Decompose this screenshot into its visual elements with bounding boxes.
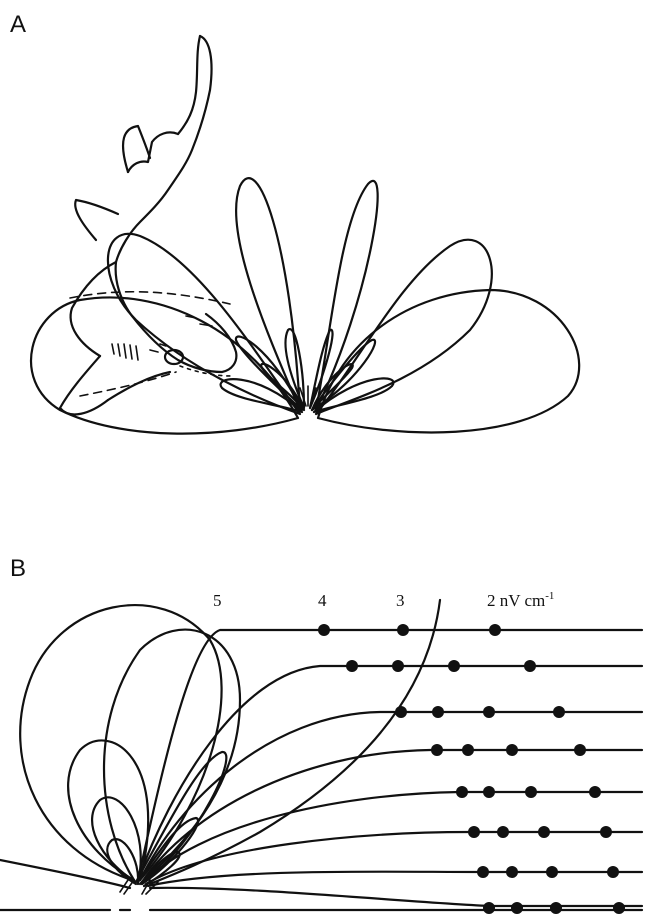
contour-label-3: 3 [396,591,405,610]
dot [432,706,444,718]
contour-dots [318,624,625,914]
dot [538,826,550,838]
dot [506,866,518,878]
field-lines [0,628,644,912]
panel-a-label: A [10,11,26,38]
dot [550,902,562,914]
dot [431,744,443,756]
dot [318,624,330,636]
boundary-curve [148,598,442,886]
panel-b-field-diagram [0,598,644,914]
dot [613,902,625,914]
shark-illustration [58,34,238,416]
dot [448,660,460,672]
contour-label-5: 5 [213,591,222,610]
dot [468,826,480,838]
dot [600,826,612,838]
equipotential-loops [0,604,242,895]
panel-b-label: B [10,555,26,582]
dot [483,902,495,914]
dipole-field-lobes [30,177,581,435]
dot [462,744,474,756]
dot [506,744,518,756]
dot [553,706,565,718]
dot [392,660,404,672]
dot [395,706,407,718]
dot [511,902,523,914]
dot [524,660,536,672]
dot [546,866,558,878]
dot [483,706,495,718]
dot [397,624,409,636]
dot [477,866,489,878]
panel-a-illustration [30,34,581,435]
dot [589,786,601,798]
dot [497,826,509,838]
dot [574,744,586,756]
contour-label-2: 2 nV cm-1 [487,590,554,610]
dot [607,866,619,878]
dot [346,660,358,672]
dot [456,786,468,798]
dot [525,786,537,798]
dot [489,624,501,636]
dot [483,786,495,798]
contour-label-4: 4 [318,591,327,610]
